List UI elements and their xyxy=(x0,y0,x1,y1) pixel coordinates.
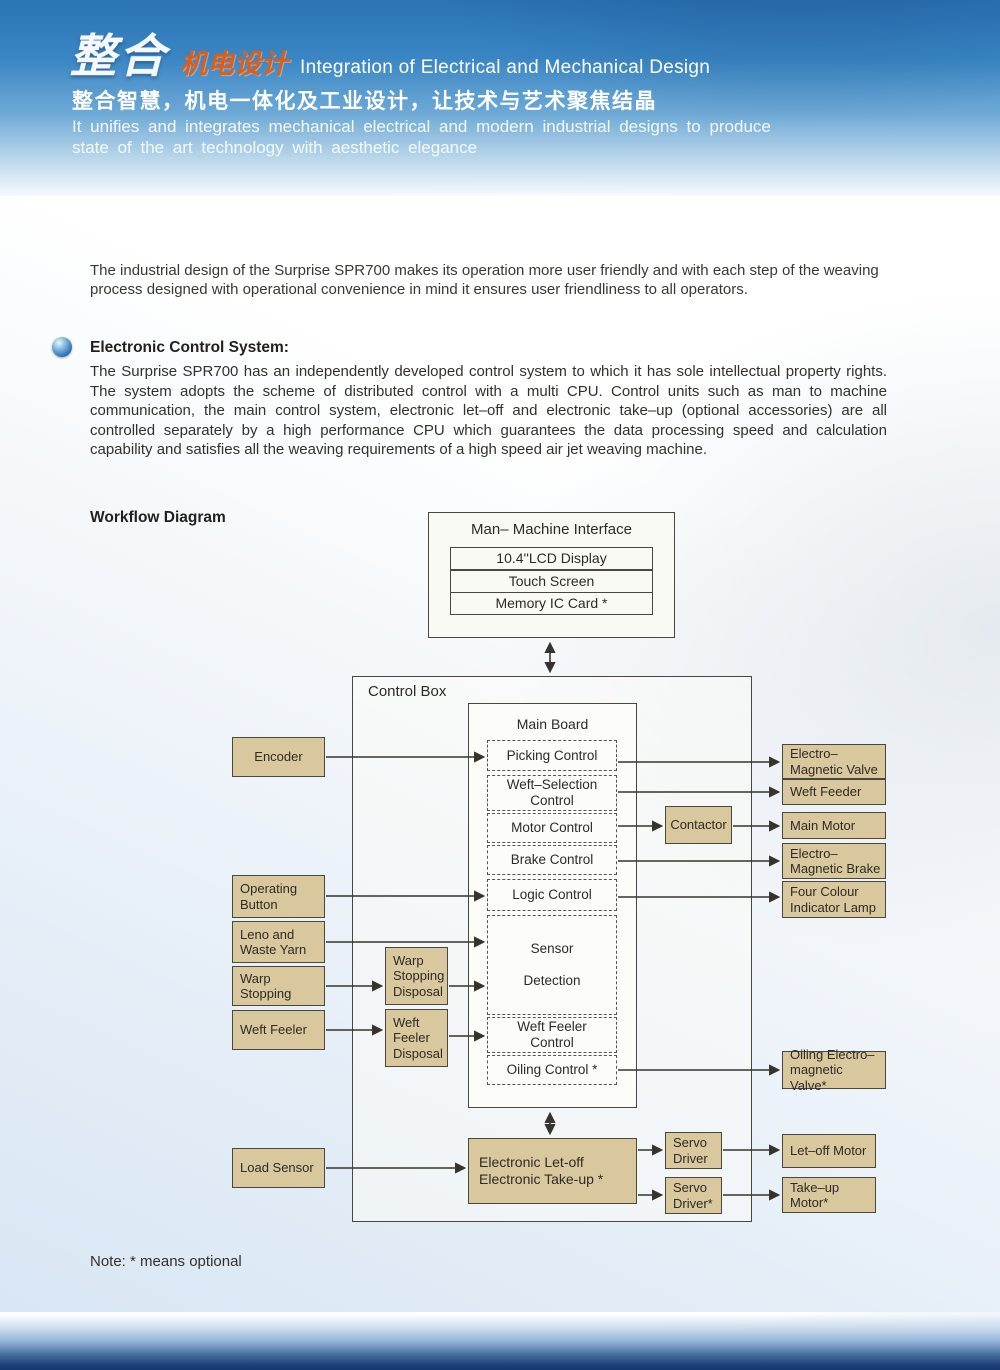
weft-selection-control-box: Weft–Selection Control xyxy=(487,775,617,811)
weft-feeler-control-box: Weft Feeler Control xyxy=(487,1017,617,1053)
oiling-control-box: Oiling Control * xyxy=(487,1055,617,1085)
header-subtitle-cn: 整合智慧，机电一体化及工业设计，让技术与艺术聚焦结晶 xyxy=(72,90,657,113)
servo-driver-2-box: Servo Driver* xyxy=(665,1177,722,1214)
take-up-motor-box: Take–up Motor* xyxy=(782,1177,876,1213)
logo-cn: 整合 xyxy=(70,30,168,82)
logic-control-box: Logic Control xyxy=(487,879,617,911)
servo-driver-1-box: Servo Driver xyxy=(665,1132,722,1169)
warp-stopping-box: Warp Stopping xyxy=(232,966,325,1006)
weft-feeler-box: Weft Feeler xyxy=(232,1010,325,1050)
sphere-bullet-icon xyxy=(52,337,72,357)
electronic-letoff-takeup-box: Electronic Let-off Electronic Take-up * xyxy=(468,1138,637,1204)
operating-button-box: Operating Button xyxy=(232,875,325,918)
electro-magnetic-valve-box: Electro– Magnetic Valve xyxy=(782,744,886,779)
control-box-label: Control Box xyxy=(368,683,447,700)
warp-stopping-disposal-box: Warp Stopping Disposal xyxy=(385,947,448,1005)
header-subtitle-en-1: It unifies and integrates mechanical ele… xyxy=(72,117,771,136)
indicator-lamp-box: Four Colour Indicator Lamp xyxy=(782,881,886,918)
section-heading: Electronic Control System: xyxy=(90,339,289,356)
picking-control-box: Picking Control xyxy=(487,740,617,771)
man-machine-interface-title: Man– Machine Interface xyxy=(471,521,632,538)
intro-paragraph: The industrial design of the Surprise SP… xyxy=(90,262,879,299)
footer-strip xyxy=(0,1314,1000,1370)
header-banner: 整合 机电设计 Integration of Electrical and Me… xyxy=(0,0,1000,196)
motor-control-box: Motor Control xyxy=(487,813,617,843)
oiling-valve-box: Oiling Electro– magnetic Valve* xyxy=(782,1047,886,1093)
load-sensor-box: Load Sensor xyxy=(232,1148,325,1188)
weft-feeler-disposal-box: Weft Feeler Disposal xyxy=(385,1009,448,1067)
header-subtitle-en-2: state of the art technology with aesthet… xyxy=(72,138,478,157)
brake-control-box: Brake Control xyxy=(487,845,617,875)
header-title-en: Integration of Electrical and Mechanical… xyxy=(300,57,711,78)
workflow-diagram-heading: Workflow Diagram xyxy=(90,509,226,526)
let-off-motor-box: Let–off Motor xyxy=(782,1134,876,1168)
main-motor-box: Main Motor xyxy=(782,812,886,839)
weft-feeder-box: Weft Feeder xyxy=(782,779,886,805)
encoder-box: Encoder xyxy=(232,737,325,777)
memory-ic-card-box: Memory IC Card * xyxy=(450,592,653,615)
sensor-detection-box: Sensor Detection xyxy=(487,915,617,1015)
leno-waste-yarn-box: Leno and Waste Yarn xyxy=(232,921,325,963)
header-title-row: 整合 机电设计 Integration of Electrical and Me… xyxy=(70,20,710,86)
lcd-display-box: 10.4''LCD Display xyxy=(450,547,653,570)
note-optional: Note: * means optional xyxy=(90,1253,242,1270)
main-board-label: Main Board xyxy=(516,716,589,732)
electro-magnetic-brake-box: Electro– Magnetic Brake xyxy=(782,843,886,879)
logo-cn-sub: 机电设计 xyxy=(180,49,288,79)
contactor-box: Contactor xyxy=(665,806,732,844)
section-body: The Surprise SPR700 has an independently… xyxy=(90,363,887,458)
touch-screen-box: Touch Screen xyxy=(450,569,653,593)
